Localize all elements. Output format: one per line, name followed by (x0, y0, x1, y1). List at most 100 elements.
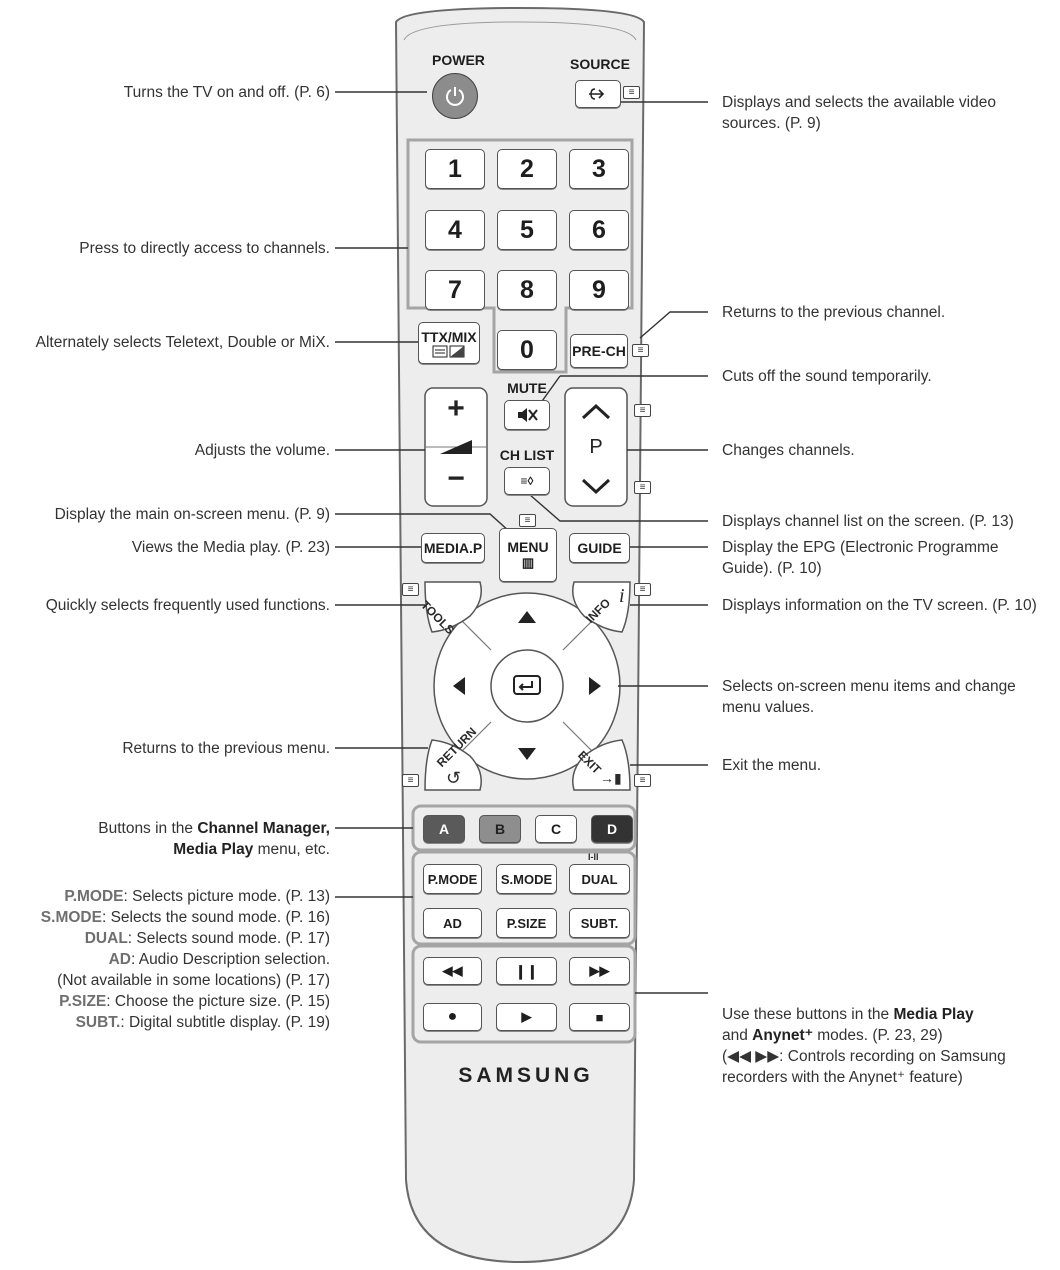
source-caption: SOURCE (570, 56, 630, 72)
digit-4-button[interactable]: 4 (425, 210, 485, 250)
stop-button[interactable]: ■ (569, 1003, 630, 1031)
teletext-menu-icon: ≡ (519, 514, 536, 527)
mode-buttons-frame (411, 850, 637, 946)
ttx-mix-icon (432, 345, 465, 357)
teletext-hold-icon: ≡ (632, 344, 649, 357)
label-nav: Selects on-screen menu items and change … (722, 678, 1016, 716)
digit-1-button[interactable]: 1 (425, 149, 485, 189)
label-info: Displays information on the TV screen. (… (722, 597, 1037, 614)
teletext-mix-icon: ≡ (402, 774, 419, 787)
guide-button[interactable]: GUIDE (569, 533, 630, 563)
s-mode-button[interactable]: S.MODE (496, 864, 557, 894)
info-key-shape (572, 581, 631, 633)
color-a-button[interactable]: A (423, 815, 465, 843)
play-button[interactable]: ▶ (496, 1003, 557, 1031)
mute-button[interactable] (504, 400, 550, 430)
mode-item: S.MODE: Selects the sound mode. (P. 16) (40, 909, 330, 926)
teletext-cancel-icon: ≡ (634, 774, 651, 787)
teletext-icon: ≡ (623, 86, 640, 99)
digit-8-button[interactable]: 8 (497, 270, 557, 310)
rewind-button[interactable]: ◀◀ (423, 957, 482, 985)
power-caption: POWER (432, 52, 485, 68)
exit-door-icon: →▮ (600, 770, 622, 786)
menu-button[interactable]: MENU ▥ (499, 528, 557, 582)
digit-2-button[interactable]: 2 (497, 149, 557, 189)
label-menu: Display the main on-screen menu. (P. 9) (54, 506, 330, 523)
pause-icon: ❙❙ (514, 962, 539, 979)
power-icon (446, 87, 464, 106)
enter-icon (513, 675, 541, 695)
label-guide: Display the EPG (Electronic Programme Gu… (722, 539, 999, 577)
label-mute: Cuts off the sound temporarily. (722, 368, 932, 385)
label-mode-list: P.MODE: Selects picture mode. (P. 13) S.… (41, 886, 330, 1033)
exit-key-shape (572, 739, 631, 791)
record-button[interactable]: ● (423, 1003, 482, 1031)
channel-rocker-bg (564, 387, 628, 507)
digit-3-button[interactable]: 3 (569, 149, 629, 189)
chlist-caption: CH LIST (499, 447, 555, 463)
nav-up-icon (518, 611, 536, 623)
teletext-page-up-icon: ≡ (634, 404, 651, 417)
label-volume: Adjusts the volume. (194, 442, 330, 459)
mode-item: SUBT.: Digital subtitle display. (P. 19) (75, 1014, 330, 1031)
p-size-button[interactable]: P.SIZE (496, 908, 557, 938)
source-input-icon (589, 88, 605, 100)
digit-0-button[interactable]: 0 (497, 330, 557, 370)
playback-buttons-frame (411, 944, 637, 1044)
samsung-logo: SAMSUNG (458, 1064, 594, 1087)
label-return: Returns to the previous menu. (122, 740, 330, 757)
tools-key-shape (424, 581, 482, 633)
pause-button[interactable]: ❙❙ (496, 957, 557, 985)
return-key-shape (424, 739, 482, 791)
color-b-button[interactable]: B (479, 815, 521, 843)
digit-7-button[interactable]: 7 (425, 270, 485, 310)
channel-down-icon (581, 478, 611, 495)
label-prech: Returns to the previous channel. (722, 304, 946, 321)
dual-button[interactable]: DUAL (569, 864, 630, 894)
chlist-button[interactable]: ≡◊ (504, 467, 550, 495)
ad-button[interactable]: AD (423, 908, 482, 938)
teletext-page-down-icon: ≡ (634, 481, 651, 494)
subt-button[interactable]: SUBT. (569, 908, 630, 938)
media-p-button[interactable]: MEDIA.P (421, 533, 485, 563)
label-media-buttons: Use these buttons in the Media Play and … (722, 1006, 1006, 1086)
stop-icon: ■ (595, 1009, 604, 1025)
mute-caption: MUTE (507, 380, 547, 396)
teletext-size-icon: ≡ (402, 583, 419, 596)
record-icon: ● (447, 1008, 458, 1025)
digit-6-button[interactable]: 6 (569, 210, 629, 250)
digit-9-button[interactable]: 9 (569, 270, 629, 310)
channel-up-button[interactable] (565, 396, 627, 436)
label-digits: Press to directly access to channels. (79, 240, 330, 257)
label-power: Turns the TV on and off. (P. 6) (123, 84, 330, 101)
volume-up-button[interactable]: + (447, 392, 465, 425)
menu-label: MENU (507, 539, 549, 555)
play-icon: ▶ (521, 1009, 532, 1024)
mode-item: P.MODE: Selects picture mode. (P. 13) (64, 888, 330, 905)
ttx-mix-label: TTX/MIX (421, 328, 477, 345)
ttx-mix-button[interactable]: TTX/MIX (418, 322, 480, 364)
teletext-reveal-icon: ≡ (634, 583, 651, 596)
return-arrow-icon: ↺ (446, 768, 462, 788)
color-d-button[interactable]: D (591, 815, 633, 843)
rewind-icon: ◀◀ (442, 963, 463, 978)
volume-wedge-icon (440, 440, 472, 454)
dual-top-label: I-II (588, 852, 599, 862)
label-ttx: Alternately selects Teletext, Double or … (35, 334, 330, 351)
mute-icon (518, 408, 538, 422)
channel-down-button[interactable] (565, 466, 627, 506)
color-c-button[interactable]: C (535, 815, 577, 843)
label-tools: Quickly selects frequently used function… (45, 597, 330, 614)
p-mode-button[interactable]: P.MODE (423, 864, 482, 894)
nav-right-icon (589, 677, 601, 695)
label-source: Displays and selects the available video… (722, 94, 996, 132)
source-button[interactable] (575, 80, 621, 108)
power-button[interactable] (432, 73, 478, 119)
pre-ch-button[interactable]: PRE-CH (570, 334, 628, 368)
fast-forward-button[interactable]: ▶▶ (569, 957, 630, 985)
mode-item: P.SIZE: Choose the picture size. (P. 15) (59, 993, 330, 1010)
volume-down-button[interactable]: − (447, 462, 465, 495)
label-mediap: Views the Media play. (P. 23) (131, 539, 330, 556)
digit-5-button[interactable]: 5 (497, 210, 557, 250)
